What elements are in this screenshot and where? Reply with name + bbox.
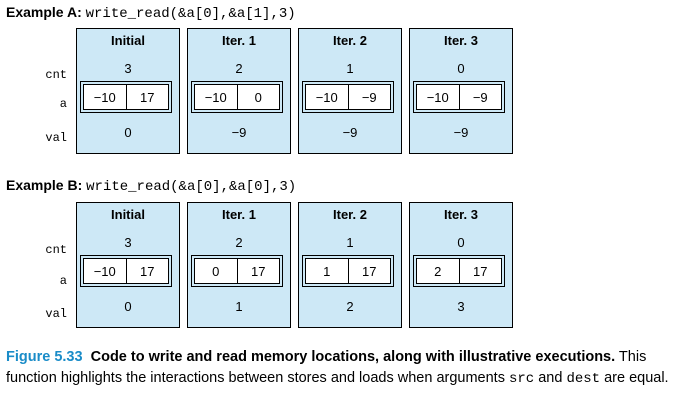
exampleA-panel-1: Iter. 1 2 −10 0 −9	[187, 28, 291, 154]
val-value: −9	[453, 125, 469, 140]
figure-title: Code to write and read memory locations,…	[90, 349, 616, 365]
array-cell-0: −10	[93, 89, 116, 105]
array-a: −10 0	[194, 84, 280, 110]
array-cell-1: 17	[125, 259, 169, 283]
figure-number: Figure 5.33	[6, 349, 83, 365]
row-label-cnt-b: cnt	[45, 243, 67, 257]
array-cell-0: 0	[212, 263, 220, 279]
cnt-value: 3	[124, 61, 132, 76]
array-cell-0: −10	[426, 89, 449, 105]
caption-body-1: This function highlights the interaction…	[6, 349, 647, 386]
row-label-val-a: val	[45, 131, 67, 145]
cnt-value: 2	[235, 235, 243, 250]
array-cell-1: 0	[236, 85, 280, 109]
array-cell-1: 17	[236, 259, 280, 283]
row-label-a-a: a	[59, 97, 67, 111]
array-a: 1 17	[305, 258, 391, 284]
caption-body-2: are equal.	[600, 370, 669, 386]
panel-heading: Iter. 1	[222, 207, 256, 222]
example-b-title: Example B: write_read(&a[0],&a[0],3)	[6, 177, 296, 195]
panel-heading: Initial	[111, 207, 145, 222]
val-value: 0	[124, 299, 132, 314]
figure-caption: Figure 5.33 Code to write and read memor…	[6, 347, 690, 390]
cnt-value: 1	[346, 61, 354, 76]
val-value: 2	[346, 299, 354, 314]
val-value: −9	[342, 125, 358, 140]
array-cell-1: −9	[347, 85, 391, 109]
array-cell-1: 17	[458, 259, 502, 283]
val-value: 3	[457, 299, 465, 314]
exampleA-panel-2: Iter. 2 1 −10 −9 −9	[298, 28, 402, 154]
array-cell-1: −9	[458, 85, 502, 109]
cnt-value: 0	[457, 235, 465, 250]
panel-heading: Iter. 2	[333, 33, 367, 48]
array-a: −10 17	[83, 258, 169, 284]
val-value: 1	[235, 299, 243, 314]
panel-heading: Initial	[111, 33, 145, 48]
array-cell-1: 17	[125, 85, 169, 109]
example-a-label: Example A:	[6, 4, 82, 20]
row-label-a-b: a	[59, 274, 67, 288]
array-cell-0: −10	[93, 263, 116, 279]
exampleB-panel-0: Initial 3 −10 17 0	[76, 202, 180, 328]
array-cell-0: 2	[434, 263, 442, 279]
row-label-val-b: val	[45, 307, 67, 321]
array-a: −10 −9	[416, 84, 502, 110]
cnt-value: 2	[235, 61, 243, 76]
example-b-call: write_read(&a[0],&a[0],3)	[86, 179, 297, 195]
array-a: −10 −9	[305, 84, 391, 110]
caption-and: and	[534, 370, 567, 386]
caption-src: src	[508, 371, 535, 387]
panel-heading: Iter. 2	[333, 207, 367, 222]
caption-dest: dest	[566, 371, 601, 387]
example-a-title: Example A: write_read(&a[0],&a[1],3)	[6, 4, 296, 22]
exampleA-panel-0: Initial 3 −10 17 0	[76, 28, 180, 154]
cnt-value: 1	[346, 235, 354, 250]
cnt-value: 0	[457, 61, 465, 76]
array-a: −10 17	[83, 84, 169, 110]
array-cell-0: 1	[323, 263, 331, 279]
panel-heading: Iter. 3	[444, 207, 478, 222]
val-value: 0	[124, 125, 132, 140]
row-label-cnt-a: cnt	[45, 68, 67, 82]
example-a-call: write_read(&a[0],&a[1],3)	[85, 6, 296, 22]
array-a: 0 17	[194, 258, 280, 284]
array-cell-0: −10	[204, 89, 227, 105]
val-value: −9	[231, 125, 247, 140]
array-cell-0: −10	[315, 89, 338, 105]
cnt-value: 3	[124, 235, 132, 250]
exampleA-panel-3: Iter. 3 0 −10 −9 −9	[409, 28, 513, 154]
panel-heading: Iter. 3	[444, 33, 478, 48]
array-cell-1: 17	[347, 259, 391, 283]
example-b-label: Example B:	[6, 177, 83, 193]
panel-heading: Iter. 1	[222, 33, 256, 48]
array-a: 2 17	[416, 258, 502, 284]
